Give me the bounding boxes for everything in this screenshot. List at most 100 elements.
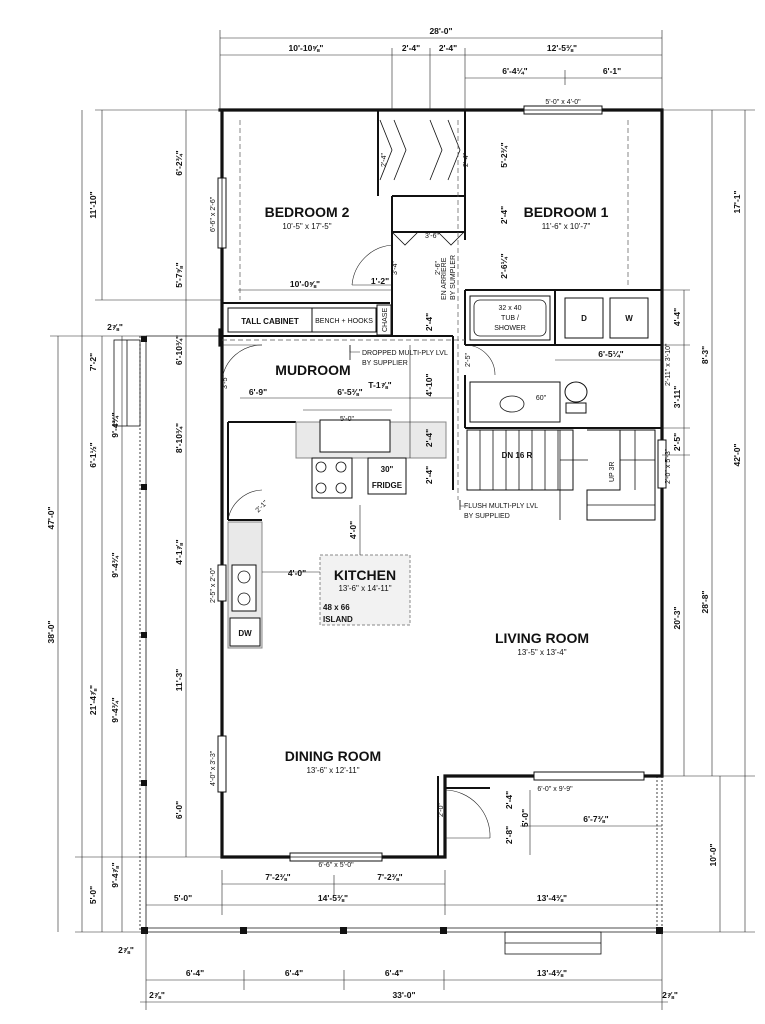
dim-inner-6-0: 6'-0" xyxy=(174,801,184,819)
label-island-size: 48 x 66 xyxy=(323,603,350,612)
label-bench: BENCH + HOOKS xyxy=(315,318,373,325)
dim-t-1: T-1⅞" xyxy=(368,380,391,390)
room-kitchen-name: KITCHEN xyxy=(334,567,396,583)
label-tub: TUB / xyxy=(501,315,519,322)
label-dishwasher: DW xyxy=(238,629,252,638)
washer xyxy=(609,297,649,339)
dim-right-28-8: 28'-8" xyxy=(700,590,710,613)
dim-inner-11-3: 11'-3" xyxy=(174,669,184,692)
fridge xyxy=(367,457,407,495)
dim-left-38: 38'-0" xyxy=(46,620,56,643)
dim-top-c: 2'-4" xyxy=(439,43,457,53)
dim-2-4a: 2'-4" xyxy=(424,313,434,331)
dim-bottom-right-small: 2⅞" xyxy=(662,990,678,1000)
dim-6-7: 6'-7⅜" xyxy=(583,814,608,824)
dim-2-4c: 2'-4" xyxy=(424,466,434,484)
room-living-size: 13'-5" x 13'-4" xyxy=(517,648,566,657)
note-by-supplied: BY SUPPLIED xyxy=(464,513,510,520)
dims-left: 47'-0" 38'-0" 11'-10" 7'-2" 6'-1½" 21'-4… xyxy=(46,150,184,955)
label-tall-cabinet: TALL CABINET xyxy=(241,317,299,326)
dim-right-10-0: 10'-0" xyxy=(708,843,718,866)
room-mudroom-name: MUDROOM xyxy=(275,362,350,378)
dim-4-0: 4'-0" xyxy=(288,568,306,578)
dim-4-0b: 4'-0" xyxy=(348,521,358,539)
bench xyxy=(311,307,377,333)
dishwasher xyxy=(229,617,261,647)
interior-walls xyxy=(222,110,662,857)
dim-6-5b: 6'-5¼" xyxy=(598,349,623,359)
window-tag-kitchen: 2'-5" x 2'-0" xyxy=(210,567,217,603)
dim-closet-r: 2'-4" xyxy=(463,153,470,167)
dim-bottom-b4: 14'-5⅜" xyxy=(318,893,348,903)
label-range: 30" xyxy=(381,465,394,474)
dim-3-5: 3'-5" xyxy=(222,375,229,389)
dim-left-porch-2: 2⅞" xyxy=(118,945,134,955)
room-living-name: LIVING ROOM xyxy=(495,630,589,646)
dims-bottom: 7'-2⅜" 7'-2⅜" 5'-0" 14'-5⅜" 13'-4⅜" 6'-4… xyxy=(149,872,678,1000)
dim-bottom-b9: 13'-4⅜" xyxy=(537,968,567,978)
dim-left-2-1: 2⅞" xyxy=(107,322,123,332)
dim-bottom-b8: 6'-4" xyxy=(385,968,403,978)
dimension-lines xyxy=(50,30,755,1010)
note-dropped-lvl: DROPPED MULTI-PLY LVL xyxy=(362,350,448,357)
dim-2-0: 2'-0" xyxy=(438,803,445,817)
porch xyxy=(113,335,663,955)
doors xyxy=(221,119,496,839)
dim-2-6: 2'-6¼" xyxy=(499,253,509,278)
notes: DROPPED MULTI-PLY LVL BY SUPPLIER FLUSH … xyxy=(349,345,538,520)
dim-top-e: 6'-4¼" xyxy=(502,66,527,76)
room-bedroom1-size: 11'-6" x 10'-7" xyxy=(542,222,591,231)
window-tag-bath: 2'-11" x 3'-10" xyxy=(665,343,672,386)
label-tub-size: 32 x 40 xyxy=(499,305,522,312)
label-dryer: D xyxy=(581,314,587,323)
dim-5-2: 5'-2¾" xyxy=(499,142,509,167)
dim-bottom-b1: 7'-2⅜" xyxy=(265,872,290,882)
label-vanity: 60" xyxy=(536,395,547,402)
dim-1-2: 1'-2" xyxy=(371,276,389,286)
dim-left-47: 47'-0" xyxy=(46,506,56,529)
label-island: ISLAND xyxy=(323,615,353,624)
window-tags: 5'-0" x 4'-0" 6'-6" x 2'-6" 2'-5" x 2'-0… xyxy=(210,99,672,869)
dim-2-4d: 2'-4" xyxy=(499,206,509,224)
label-shower: SHOWER xyxy=(494,325,526,332)
dim-inner-8-10: 8'-10¾" xyxy=(174,423,184,453)
window-tag-bed2: 6'-6" x 2'-6" xyxy=(210,196,217,232)
dim-top-overall: 28'-0" xyxy=(429,26,452,36)
beams xyxy=(222,120,629,520)
dim-right-4-4: 4'-4" xyxy=(672,308,682,326)
dim-2-4b: 2'-4" xyxy=(424,429,434,447)
window-tag-living: 6'-0" x 9'-9" xyxy=(537,786,573,793)
dim-2-5: 2'-5" xyxy=(465,353,472,367)
dryer xyxy=(564,297,604,339)
dim-top-b: 2'-4" xyxy=(402,43,420,53)
chase xyxy=(376,304,392,336)
dim-inner-6-10: 6'-10¾" xyxy=(174,335,184,365)
dim-bottom-b7: 6'-4" xyxy=(285,968,303,978)
dim-right-3-11: 3'-11" xyxy=(672,386,682,409)
dim-5-0b: 5'-0" xyxy=(520,809,530,827)
dim-left-9-4a: 9'-4¾" xyxy=(110,412,120,437)
dim-left-11-10: 11'-10" xyxy=(88,191,98,218)
dim-3-6: 3'-6" xyxy=(425,233,439,240)
label-by-sumpler: BY SUMPLER xyxy=(450,255,457,300)
island xyxy=(319,554,411,626)
room-labels: BEDROOM 2 10'-5" x 17'-5" BEDROOM 1 11'-… xyxy=(265,204,609,775)
dims-right: 17'-1" 42'-0" 28'-8" 20'-3" 10'-0" 4'-4"… xyxy=(672,190,742,866)
room-bedroom1-name: BEDROOM 1 xyxy=(524,204,609,220)
dim-right-8-3: 8'-3" xyxy=(700,346,710,364)
window-tag-dining-side: 4'-0" x 3'-3" xyxy=(210,750,217,786)
label-stairs-down: DN 16 R xyxy=(502,451,533,460)
dim-4-10: 4'-10" xyxy=(424,373,434,396)
dim-top-d: 12'-5⅜" xyxy=(547,43,577,53)
dim-2-1: 2'-1" xyxy=(255,499,270,514)
dim-bottom-b5: 13'-4⅜" xyxy=(537,893,567,903)
dim-right-2-5: 2'-5" xyxy=(672,433,682,451)
dim-6-9: 6'-9" xyxy=(249,387,267,397)
dim-bottom-b6: 6'-4" xyxy=(186,968,204,978)
stairs-down xyxy=(466,429,574,491)
dim-right-20-3: 20'-3" xyxy=(672,606,682,629)
tub xyxy=(469,295,551,341)
dim-left-21-4: 21'-4⅞" xyxy=(88,685,98,715)
label-chase: CHASE xyxy=(382,308,389,332)
dim-10-0: 10'-0⅝" xyxy=(290,279,320,289)
